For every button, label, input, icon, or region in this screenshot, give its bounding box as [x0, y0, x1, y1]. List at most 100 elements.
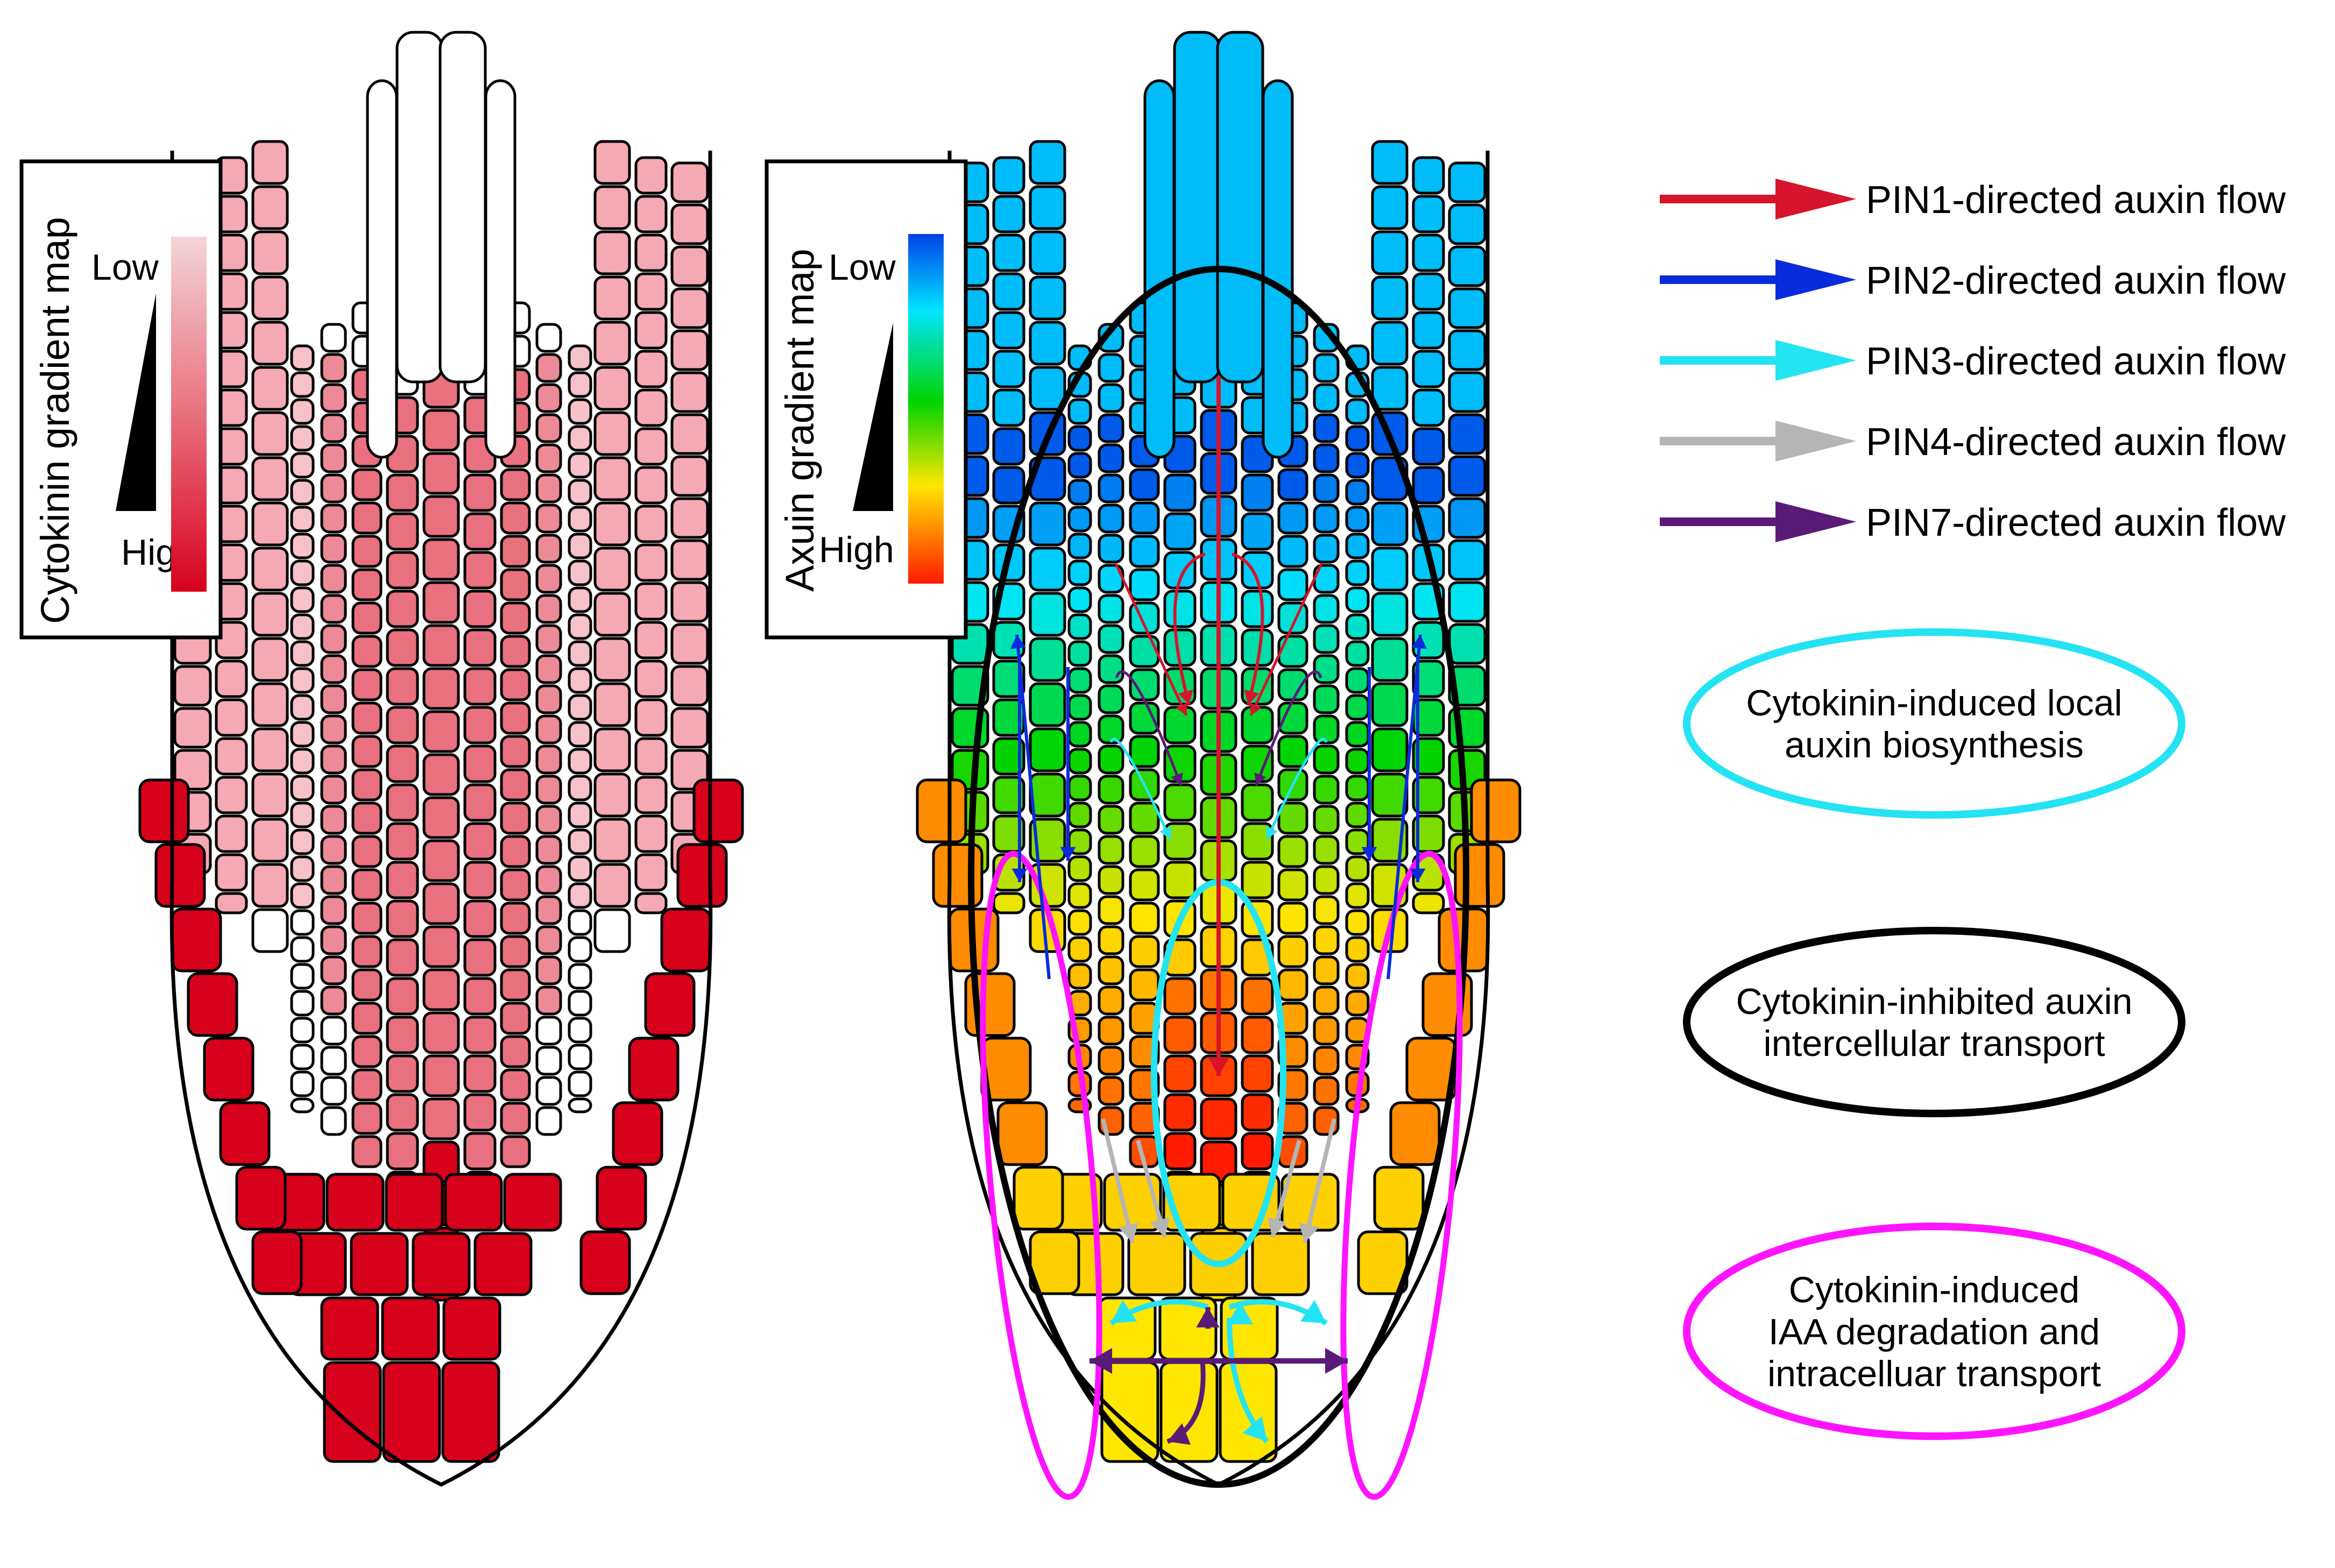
root-cell — [1067, 613, 1092, 640]
root-cap-cell — [1251, 1232, 1310, 1296]
root-cell — [535, 383, 562, 413]
root-cell — [1067, 801, 1092, 828]
root-cell — [1029, 637, 1066, 682]
root-cell — [593, 275, 631, 321]
cytokinin-gradient-triangle — [116, 293, 156, 511]
root-cell — [992, 466, 1025, 505]
root-cell — [215, 659, 248, 698]
root-cell — [500, 1068, 531, 1102]
root-cell — [251, 637, 289, 682]
legend-ellipse-label: intracelluar transport — [1767, 1353, 2101, 1394]
root-cell — [1448, 623, 1487, 665]
root-cap-cell — [382, 1361, 441, 1463]
root-cell — [1067, 425, 1092, 452]
root-cell — [290, 533, 315, 559]
pin2-flow-arrow — [1410, 656, 1426, 882]
root-cell — [1371, 230, 1409, 275]
root-cell — [634, 427, 668, 466]
root-cell — [500, 501, 531, 535]
lateral-root-cap-cell — [644, 972, 696, 1037]
root-cell — [568, 990, 592, 1017]
root-cell — [1313, 1016, 1340, 1046]
root-cell — [1371, 140, 1409, 185]
root-cell — [290, 425, 315, 452]
root-cell — [351, 468, 383, 501]
root-cell — [1412, 776, 1445, 814]
legend-arrow-row: PIN1-directed auxin flow — [1660, 179, 2286, 222]
pin7-flow-arrow — [1089, 1348, 1219, 1374]
root-cell — [1277, 801, 1308, 835]
root-cell — [1129, 868, 1160, 902]
root-cell — [351, 1068, 383, 1102]
root-cell — [670, 329, 709, 371]
pin7-flow-arrow — [1254, 670, 1322, 786]
root-cell — [1448, 665, 1487, 707]
root-cell — [1098, 534, 1124, 564]
root-cell — [351, 1035, 383, 1068]
root-cell — [535, 985, 562, 1016]
root-cell — [634, 388, 668, 427]
root-cell — [290, 667, 315, 694]
root-cell — [568, 506, 592, 533]
root-cell — [1029, 230, 1066, 275]
root-cell — [634, 505, 668, 543]
root-cell — [290, 1017, 315, 1044]
root-cell — [290, 936, 315, 963]
root-cell — [1371, 275, 1409, 321]
root-cell — [1345, 452, 1370, 479]
root-cell — [535, 955, 562, 985]
root-cell — [634, 466, 668, 505]
root-cell — [320, 865, 347, 895]
auxin-flow-overlay — [968, 266, 1469, 1500]
root-cell — [1412, 311, 1445, 350]
root-cell — [670, 455, 709, 497]
root-cell — [290, 882, 315, 909]
root-cell — [386, 551, 419, 590]
root-cell — [422, 538, 460, 581]
root-cell — [1241, 512, 1274, 551]
root-cell — [351, 968, 383, 1002]
root-cell — [568, 533, 592, 559]
root-cell — [535, 925, 562, 955]
lateral-root-cap-cell — [219, 1101, 271, 1166]
root-cell — [1129, 835, 1160, 868]
elongated-cell — [1262, 79, 1294, 459]
root-cell — [1371, 592, 1409, 637]
root-cell — [463, 977, 497, 1016]
pin2-flow-arrow — [1060, 667, 1076, 861]
root-cell — [463, 590, 497, 628]
root-cell — [422, 581, 460, 624]
root-cell — [634, 776, 668, 814]
root-cell — [251, 682, 289, 727]
pin7-flow-arrow — [1196, 1307, 1220, 1329]
root-cell — [568, 775, 592, 801]
root-cell — [500, 568, 531, 601]
root-cell — [1371, 682, 1409, 727]
root-cell — [1067, 748, 1092, 775]
root-cell — [535, 895, 562, 925]
pin7-flow-arrow — [1219, 1348, 1348, 1374]
root-cell — [634, 582, 668, 621]
root-cell — [463, 512, 497, 551]
legend-arrow-label: PIN3-directed auxin flow — [1866, 340, 2286, 383]
root-cell — [568, 398, 592, 425]
root-cell — [290, 613, 315, 640]
root-cell — [1448, 245, 1487, 287]
root-cell — [1345, 775, 1370, 801]
elongated-cell — [1143, 79, 1176, 459]
root-cell — [1029, 140, 1066, 185]
root-cell — [386, 744, 419, 783]
root-cell — [1313, 323, 1340, 353]
root-cell — [1098, 744, 1124, 775]
lateral-root-cap-cell — [203, 1037, 254, 1102]
legend-arrow-head — [1775, 501, 1856, 542]
root-cell — [251, 908, 289, 953]
root-cell — [351, 801, 383, 835]
root-cell — [535, 1016, 562, 1046]
root-cell — [1345, 479, 1370, 506]
root-cell — [593, 185, 631, 230]
pin2-flow-arrow — [1361, 667, 1377, 861]
root-cell — [386, 977, 419, 1016]
root-cell — [1313, 383, 1340, 413]
